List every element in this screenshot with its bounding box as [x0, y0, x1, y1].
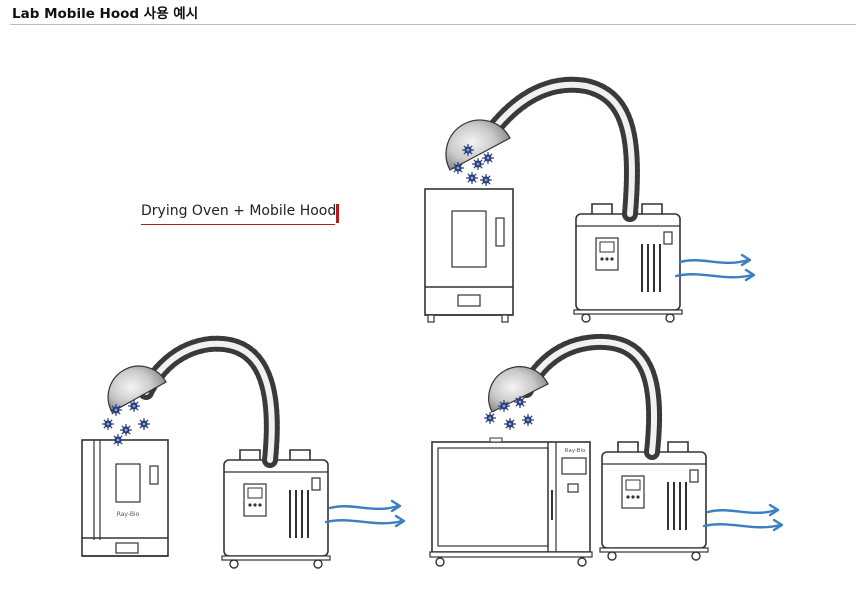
caption-accent-bar [336, 204, 339, 223]
title-divider [10, 24, 856, 25]
airflow-arrow-icon [324, 499, 406, 528]
caption-underline [141, 224, 335, 225]
capture-hood [488, 366, 549, 413]
airflow-arrow-icon [674, 253, 756, 282]
airflow-arrow-icon [702, 503, 784, 532]
chamber-brand-label: Ray-Bio [565, 448, 586, 454]
mobile-hood-unit [221, 449, 331, 569]
capture-hood [445, 119, 511, 171]
scene-tall-oven: Ray-Bio [81, 335, 406, 569]
section-caption: Drying Oven + Mobile Hood [141, 203, 337, 219]
scene-drying-oven [424, 76, 756, 323]
drying-oven-unit [424, 188, 514, 323]
capture-hood [107, 365, 167, 413]
tall-oven-unit: Ray-Bio [81, 439, 169, 557]
scene-large-chamber: Ray-Bio [429, 333, 784, 567]
page-title: Lab Mobile Hood 사용 예시 [12, 6, 199, 22]
oven-brand-label: Ray-Bio [117, 511, 140, 518]
flex-duct [518, 333, 663, 460]
large-chamber-unit: Ray-Bio [429, 437, 593, 567]
